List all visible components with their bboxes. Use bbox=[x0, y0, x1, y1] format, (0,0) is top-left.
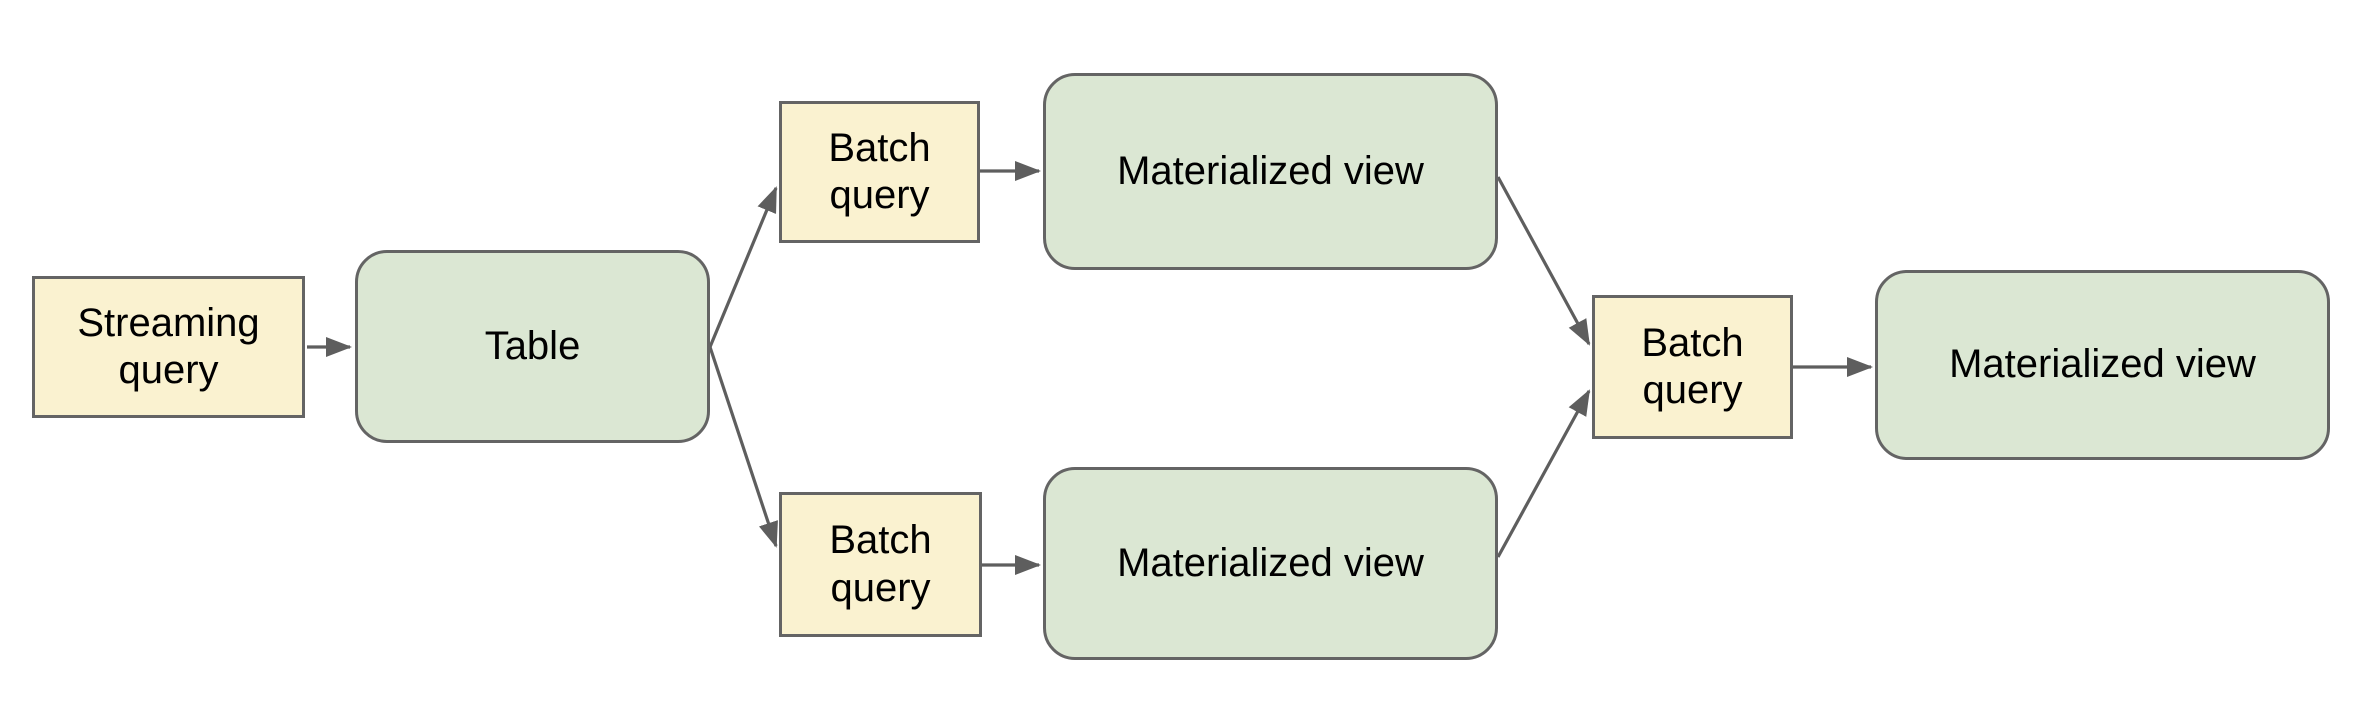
node-label: Materialized view bbox=[1949, 342, 2256, 387]
node-label: Materialized view bbox=[1117, 540, 1424, 585]
node-materialized-view-right: Materialized view bbox=[1875, 270, 2330, 460]
node-batch-query-top: Batch query bbox=[779, 101, 980, 243]
connector-table-to-batch-query-bottom bbox=[708, 346, 778, 548]
node-streaming-query: Streaming query bbox=[32, 276, 305, 418]
node-label: Batch query bbox=[1641, 320, 1744, 412]
node-table: Table bbox=[355, 250, 710, 443]
node-batch-query-right: Batch query bbox=[1592, 295, 1793, 439]
node-label: Table bbox=[484, 323, 581, 368]
node-materialized-view-top: Materialized view bbox=[1043, 73, 1498, 270]
node-label: Batch query bbox=[829, 518, 932, 610]
node-label: Batch query bbox=[828, 125, 931, 217]
connector-mv-top-to-batch-query-right bbox=[1496, 176, 1591, 346]
connector-table-to-batch-query-top bbox=[708, 186, 778, 348]
node-materialized-view-bottom: Materialized view bbox=[1043, 467, 1498, 660]
node-label: Streaming query bbox=[77, 300, 260, 392]
connector-mv-bottom-to-batch-query-right bbox=[1496, 389, 1591, 558]
node-batch-query-bottom: Batch query bbox=[779, 492, 982, 637]
node-label: Materialized view bbox=[1117, 148, 1424, 193]
